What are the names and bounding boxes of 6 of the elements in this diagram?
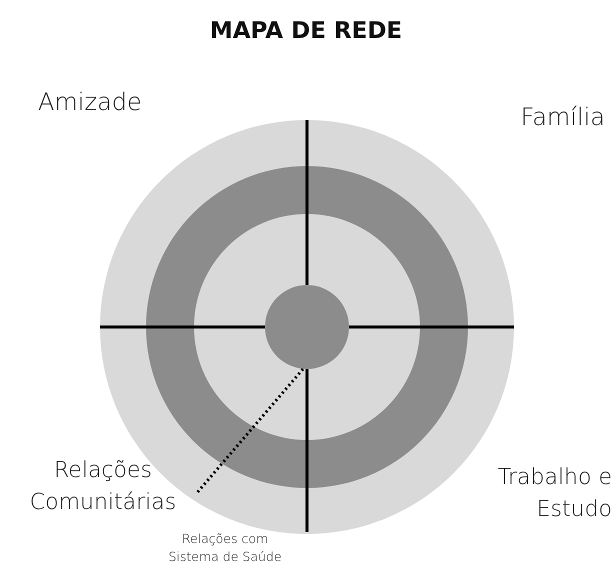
sector-label: Trabalho e Estudo xyxy=(496,464,612,524)
sector-label: Relações Comunitárias xyxy=(28,457,178,517)
title: MAPA DE REDE xyxy=(208,18,404,44)
caption-label: Relações com Sistema de Saúde xyxy=(167,530,283,566)
sector-label: Amizade xyxy=(38,87,143,118)
sector-label: Família xyxy=(520,102,605,133)
